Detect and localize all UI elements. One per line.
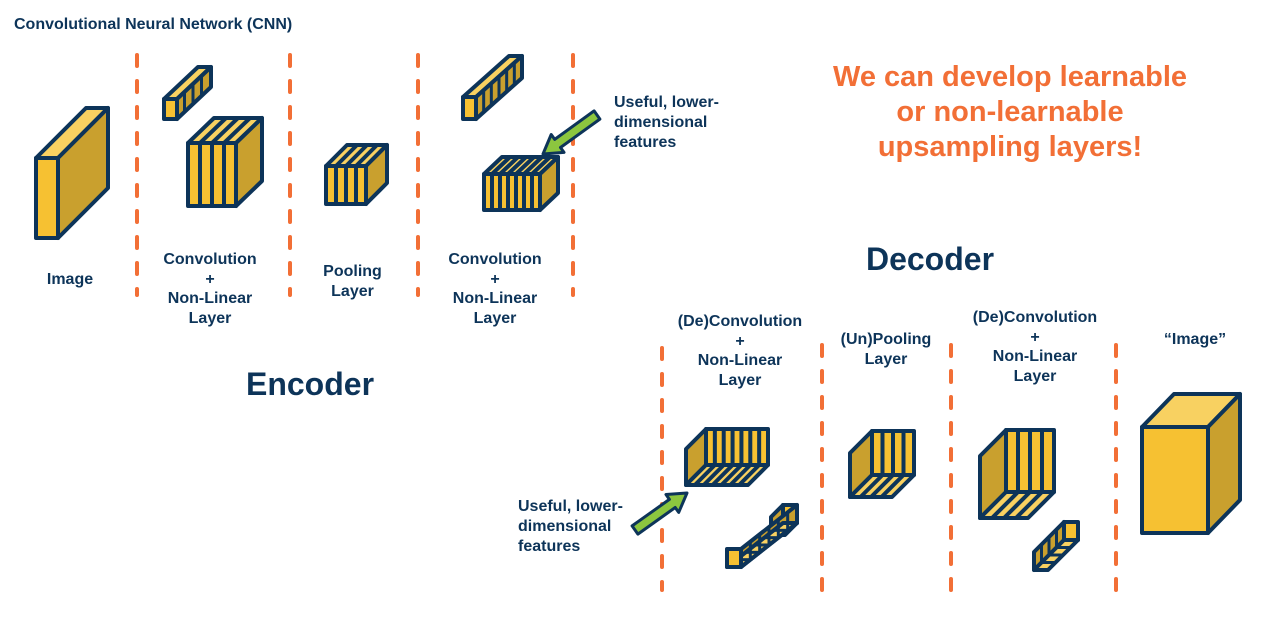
unpool-feature-map <box>848 429 916 499</box>
decoder-stage-label-output-image: “Image” <box>1140 330 1250 350</box>
label-line: + <box>490 270 500 288</box>
arrow-shape <box>541 109 602 156</box>
cube-front-face <box>461 95 478 121</box>
slice-divider <box>702 463 726 487</box>
deconv2-filter-strip <box>1032 520 1080 572</box>
label-line: Convolution <box>448 251 542 268</box>
upsampling-callout: We can develop learnable or non-learnabl… <box>800 60 1220 164</box>
slice-divider <box>711 463 734 487</box>
label-line: Layer <box>331 282 374 300</box>
slice-divider <box>859 473 884 499</box>
encoder-stage-label-pool: Pooling Layer <box>300 262 405 301</box>
label-line: Layer <box>718 371 762 389</box>
arrow-shape <box>630 491 689 536</box>
conv2-feature-map <box>482 155 560 212</box>
conv1-filters <box>162 65 213 121</box>
label-line: Image <box>46 271 94 288</box>
decoder-stage-label-deconv2: (De)Convolution + Non-Linear Layer <box>955 308 1115 386</box>
encoder-stage-label-conv2: Convolution + Non-Linear Layer <box>435 250 555 328</box>
encoder-feature-note: Useful, lower- dimensional features <box>614 93 719 153</box>
slice-divider <box>720 463 743 487</box>
slice-divider <box>880 473 905 499</box>
note-line: features <box>518 538 581 555</box>
label-line: Convolution <box>163 251 257 268</box>
slice-divider <box>1014 490 1044 520</box>
shapes <box>34 54 1242 572</box>
label-line: Non-Linear <box>992 348 1078 366</box>
slice-divider <box>210 116 240 145</box>
deconv1-feature-map <box>684 427 770 487</box>
slice-divider <box>693 463 717 487</box>
slice-divider <box>490 155 512 176</box>
slice-divider <box>514 155 536 176</box>
decoder-stage-label-unpool: (Un)Pooling Layer <box>826 330 946 369</box>
label-line: “Image” <box>1163 331 1227 348</box>
label-line: Layer <box>1013 367 1057 385</box>
diagram-title: Convolutional Neural Network (CNN) <box>14 16 293 33</box>
label-line: Non-Linear <box>452 290 538 308</box>
slice-divider <box>198 116 228 145</box>
note-line: dimensional <box>614 114 708 131</box>
output-image-block <box>1140 392 1242 535</box>
label-line: Pooling <box>323 263 382 280</box>
cube-front-face <box>704 427 770 467</box>
strip-end <box>725 547 743 569</box>
label-line: Non-Linear <box>697 352 783 370</box>
slice-divider <box>222 116 252 145</box>
encoder-feature-arrow <box>541 109 602 156</box>
slice-divider <box>737 463 761 487</box>
callout-line: We can develop learnable <box>832 61 1188 93</box>
encoder-stage-label-image: Image <box>30 270 110 290</box>
cube-front-face <box>1140 425 1210 535</box>
label-line: (Un)Pooling <box>840 331 932 348</box>
cube-front-face <box>34 156 60 240</box>
slice-divider <box>990 490 1020 520</box>
slice-divider <box>522 155 544 176</box>
pool-feature-map <box>324 143 389 206</box>
slice-divider <box>344 143 369 168</box>
slice-divider <box>1002 490 1032 520</box>
cube-front-face <box>162 97 179 121</box>
label-line: (De)Convolution <box>677 313 803 330</box>
encoder-stage-label-conv1: Convolution + Non-Linear Layer <box>150 250 270 328</box>
decoder-feature-arrow <box>630 491 689 536</box>
note-line: dimensional <box>518 518 612 535</box>
decoder-label: Decoder <box>865 241 995 277</box>
callout-line: upsampling layers! <box>877 130 1143 163</box>
conv1-feature-map <box>186 116 264 208</box>
deconv1-filter-strip <box>725 503 799 569</box>
label-line: Non-Linear <box>167 290 253 308</box>
image-input-block <box>34 106 110 240</box>
slice-divider <box>354 143 379 168</box>
slice-divider <box>506 155 528 176</box>
label-line: (De)Convolution <box>972 309 1098 326</box>
encoder-label: Encoder <box>245 366 375 402</box>
label-line: Layer <box>473 309 517 327</box>
slice-divider <box>728 463 752 487</box>
note-line: features <box>614 134 677 151</box>
note-line: Useful, lower- <box>518 498 623 515</box>
decoder-feature-note: Useful, lower- dimensional features <box>518 497 623 557</box>
label-line: + <box>735 332 745 350</box>
slice-divider <box>530 155 552 176</box>
label-line: Layer <box>188 309 232 327</box>
slice-divider <box>334 143 359 168</box>
note-line: Useful, lower- <box>614 94 719 111</box>
label-line: + <box>1030 328 1040 346</box>
deconv2-feature-map <box>978 428 1056 520</box>
callout-line: or non-learnable <box>896 95 1124 128</box>
label-line: Layer <box>864 350 908 368</box>
strip-end <box>1062 520 1080 542</box>
label-line: + <box>205 270 215 288</box>
decoder-stage-label-deconv1: (De)Convolution + Non-Linear Layer <box>660 312 820 390</box>
slice-divider <box>869 473 895 499</box>
slice-divider <box>498 155 520 176</box>
